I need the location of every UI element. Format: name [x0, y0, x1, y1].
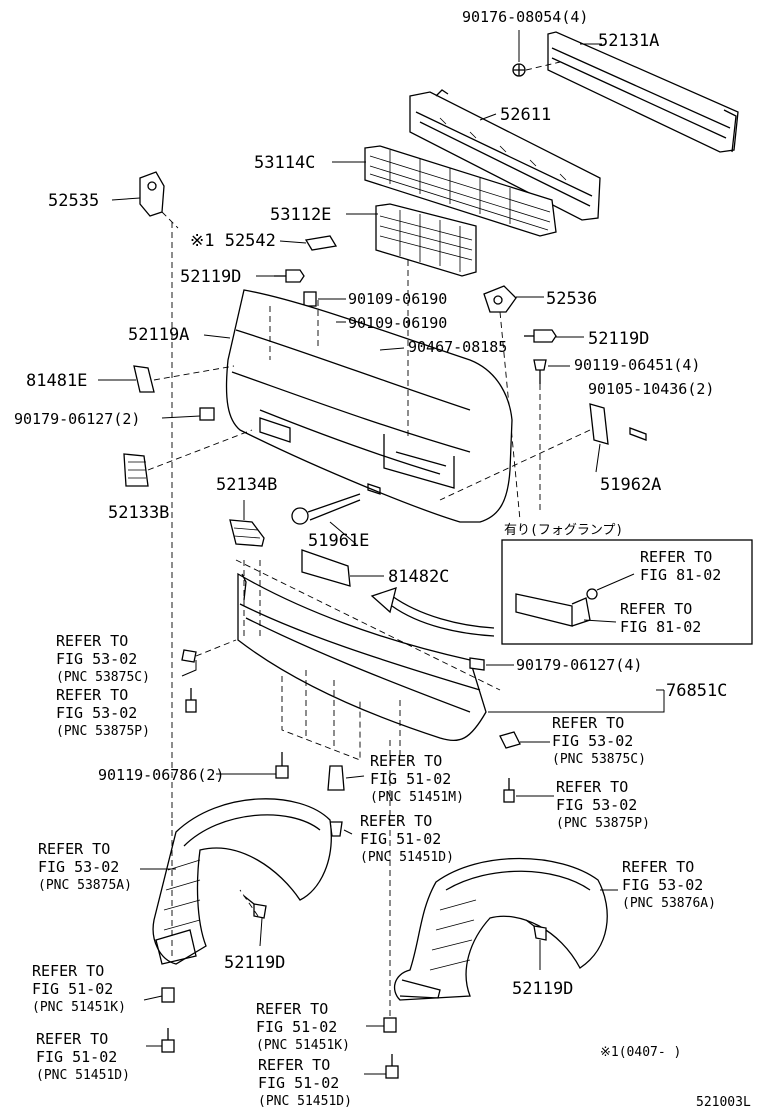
leader-lines	[98, 43, 665, 1075]
label-52542: ※1 52542	[190, 231, 276, 251]
clip-51451D-bottom-drawing	[385, 1054, 399, 1079]
clip-53875C-right-drawing	[499, 731, 521, 749]
spoiler-76851C-drawing	[237, 560, 487, 761]
bolt-52119D-a-drawing	[274, 269, 305, 283]
bolt-52119D-d-drawing	[525, 919, 547, 941]
ref-fog-b: REFER TO FIG 81-02	[620, 600, 701, 636]
label-52119D-c: 52119D	[224, 953, 285, 973]
ref-51451D-mid: REFER TO FIG 51-02 (PNC 51451D)	[360, 812, 454, 865]
bolt-52119D-c-drawing	[243, 895, 267, 919]
ref-53875C-right: REFER TO FIG 53-02 (PNC 53875C)	[552, 714, 646, 767]
label-90109-06190-b: 90109-06190	[348, 314, 447, 332]
fender-liner-left-drawing	[152, 798, 332, 965]
label-90119-06451: 90119-06451(4)	[574, 356, 700, 374]
ref-51451D-bottom: REFER TO FIG 51-02 (PNC 51451D)	[258, 1056, 352, 1109]
clip-51451M-drawing	[327, 765, 345, 791]
label-52119D-d: 52119D	[512, 979, 573, 999]
label-90179-06127-a: 90179-06127(2)	[14, 410, 140, 428]
ref-53875P-left: REFER TO FIG 53-02 (PNC 53875P)	[56, 686, 150, 739]
label-52131A: 52131A	[598, 31, 659, 51]
clip-51451K-bottom-drawing	[383, 1017, 397, 1033]
fender-liner-right-drawing	[393, 857, 608, 1001]
refer-blocks: REFER TO FIG 81-02 REFER TO FIG 81-02 RE…	[32, 548, 721, 1109]
label-52535: 52535	[48, 191, 99, 211]
label-90109-06190-a: 90109-06190	[348, 290, 447, 308]
screw-53875P-right-drawing	[503, 778, 515, 803]
ref-51451M: REFER TO FIG 51-02 (PNC 51451M)	[370, 752, 464, 805]
part-52611-drawing	[409, 89, 601, 221]
label-fog-note: 有り(フォグランプ)	[504, 523, 623, 538]
label-76851C: 76851C	[666, 681, 727, 701]
grille-53114C-drawing	[364, 145, 557, 237]
nut-90176-drawing	[512, 30, 561, 77]
cover-52133B-drawing	[123, 429, 253, 487]
label-diagram-code: 521003L	[696, 1095, 751, 1110]
screw-90119-b-drawing	[275, 752, 289, 779]
ref-53875C-left: REFER TO FIG 53-02 (PNC 53875C)	[56, 632, 150, 685]
label-53114C: 53114C	[254, 153, 315, 173]
part-52131A-drawing	[547, 31, 739, 153]
label-90467-08185: 90467-08185	[408, 338, 507, 356]
plate-52542-drawing	[304, 235, 338, 251]
ref-53876A: REFER TO FIG 53-02 (PNC 53876A)	[622, 858, 716, 911]
label-53112E: 53112E	[270, 205, 331, 225]
label-52134B: 52134B	[216, 475, 277, 495]
grille-53112E-drawing	[375, 203, 477, 277]
label-52119A: 52119A	[128, 325, 189, 345]
bolt-52119D-b-drawing	[524, 329, 557, 343]
ref-51451D-left: REFER TO FIG 51-02 (PNC 51451D)	[36, 1030, 130, 1083]
clip-51451D-left-drawing	[161, 1028, 175, 1053]
fog-lamp-inset	[501, 539, 753, 645]
ref-53875P-right: REFER TO FIG 53-02 (PNC 53875P)	[556, 778, 650, 831]
label-90176-08054: 90176-08054(4)	[462, 8, 588, 26]
bumper-cover-52119A-drawing	[225, 289, 513, 523]
clip-90179-a-drawing	[199, 407, 215, 421]
ref-53875A: REFER TO FIG 53-02 (PNC 53875A)	[38, 840, 132, 893]
label-81482C: 81482C	[388, 567, 449, 587]
cover-81482C-drawing	[301, 549, 351, 587]
clip-53875C-left-drawing	[181, 639, 237, 663]
label-90179-06127-b: 90179-06127(4)	[516, 656, 642, 674]
label-footer-note: ※1(0407- )	[600, 1045, 681, 1060]
screw-90119-a-drawing	[533, 359, 547, 510]
label-52611: 52611	[500, 105, 551, 125]
label-81481E: 81481E	[26, 371, 87, 391]
clip-51451K-left-drawing	[161, 987, 175, 1003]
label-51961E: 51961E	[308, 531, 369, 551]
connector-lines	[171, 260, 501, 1016]
ref-fog-a: REFER TO FIG 81-02	[640, 548, 721, 584]
label-52119D-a: 52119D	[180, 267, 241, 287]
bracket-52535-drawing	[139, 171, 179, 820]
tow-hook-51961E-drawing	[291, 493, 361, 525]
cover-52134B-drawing	[229, 519, 265, 547]
screw-53875P-left-drawing	[185, 688, 197, 713]
label-52536: 52536	[546, 289, 597, 309]
label-90105-10436: 90105-10436(2)	[588, 380, 714, 398]
clip-90179-b-drawing	[469, 657, 485, 671]
label-52133B: 52133B	[108, 503, 169, 523]
label-51962A: 51962A	[600, 475, 661, 495]
ref-51451K-left: REFER TO FIG 51-02 (PNC 51451K)	[32, 962, 126, 1015]
bracket-51962A-drawing	[439, 403, 647, 501]
direction-arrow	[370, 587, 495, 637]
label-52119D-b: 52119D	[588, 329, 649, 349]
cover-81481E-drawing	[133, 365, 235, 393]
part-labels: 90176-08054(4) 52131A 52611 53114C 52535…	[14, 8, 751, 1110]
label-90119-06786: 90119-06786(2)	[98, 766, 224, 784]
ref-51451K-bottom: REFER TO FIG 51-02 (PNC 51451K)	[256, 1000, 350, 1053]
